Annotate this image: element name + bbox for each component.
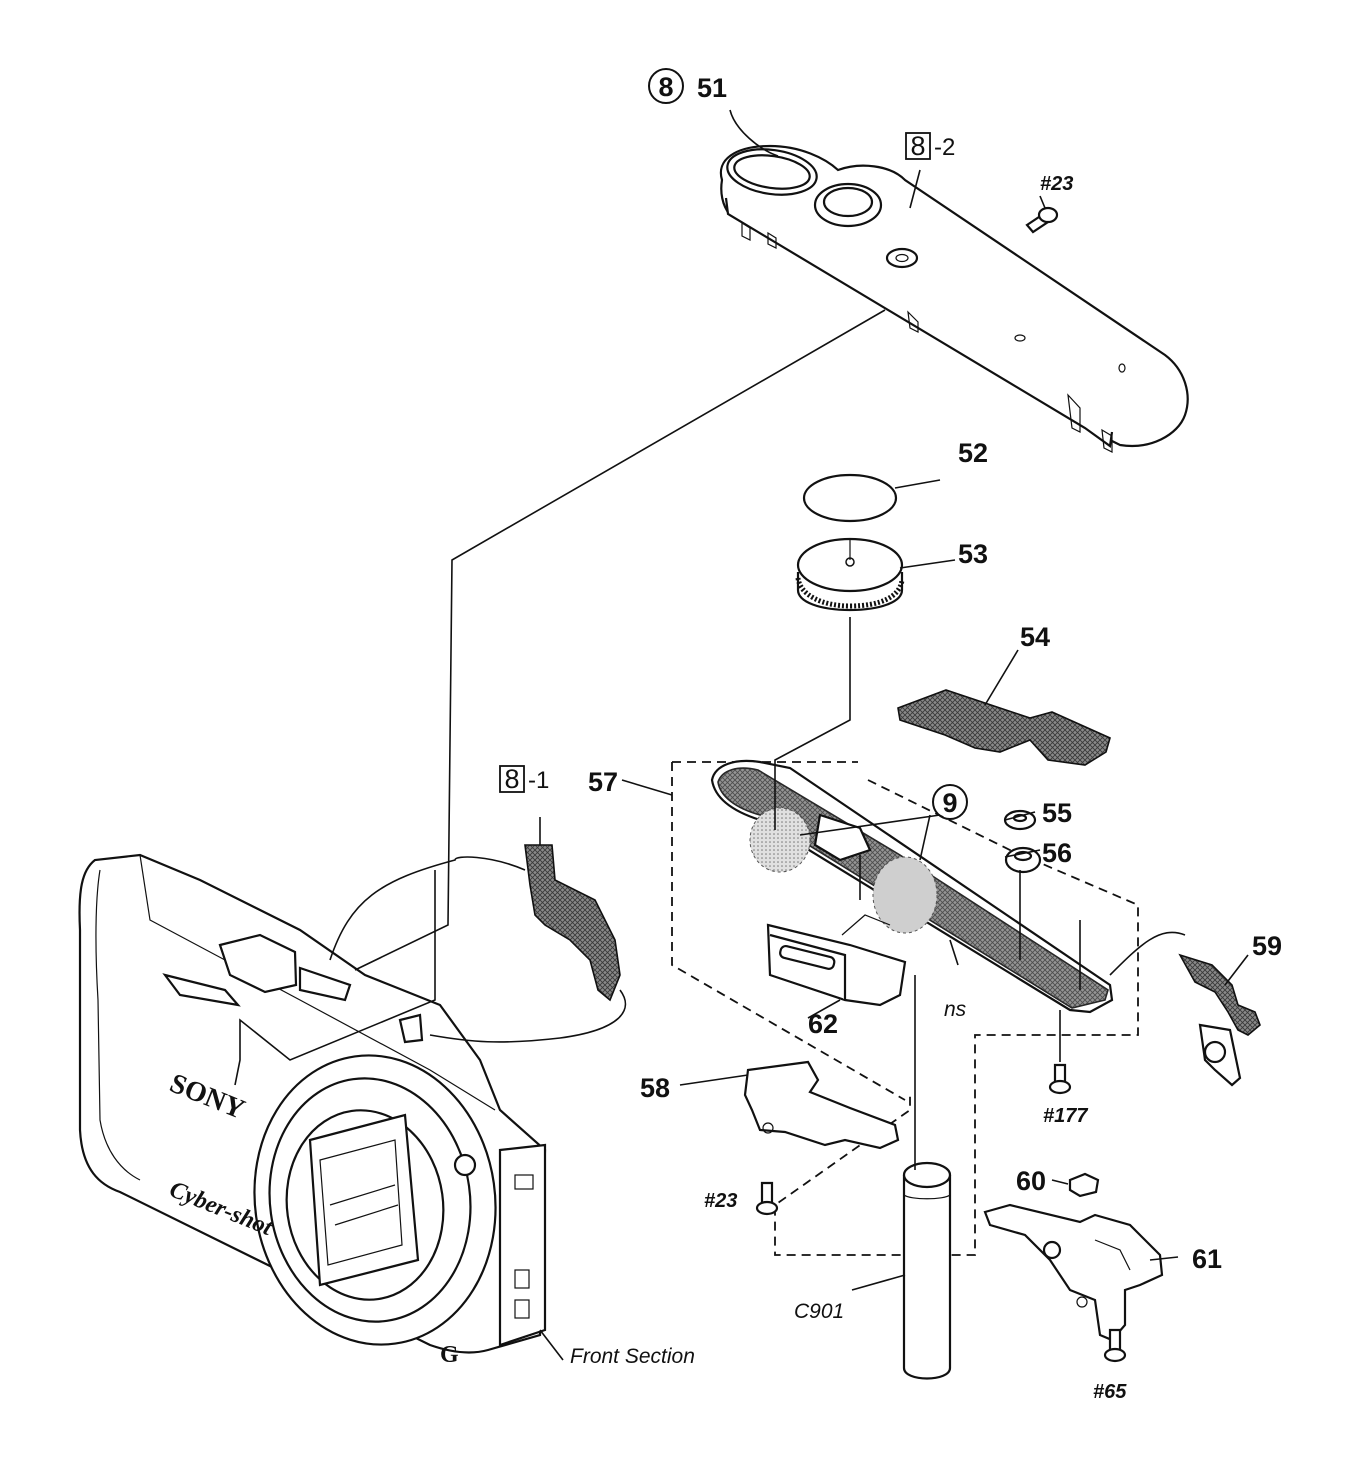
capacitor-c901	[902, 1161, 952, 1380]
switch-part-59	[1178, 953, 1261, 1087]
bracket-part-58	[743, 1060, 900, 1150]
top-cover-part-51	[719, 144, 1189, 453]
part-number-53: 53	[958, 539, 988, 569]
part-number-54: 54	[1020, 622, 1050, 652]
camera-lens-mark: G	[440, 1342, 459, 1368]
svg-text:8: 8	[658, 72, 673, 102]
part-number-59: 59	[1252, 931, 1282, 961]
part-number-61: 61	[1192, 1244, 1222, 1274]
part-number-58: 58	[640, 1073, 670, 1103]
part-number-62: 62	[808, 1009, 838, 1039]
svg-text:9: 9	[942, 788, 957, 818]
boxed-ref-8-1: 8 -1	[499, 764, 549, 794]
flex-cable-8-1	[524, 844, 621, 1002]
circled-label-9: 9	[932, 784, 968, 820]
circled-label-8: 8	[648, 68, 684, 104]
part-number-52: 52	[958, 438, 988, 468]
screw-label-23-top: #23	[1040, 173, 1073, 195]
svg-text:8: 8	[910, 131, 925, 161]
part-number-51: 51	[697, 73, 727, 103]
screw-label-65: #65	[1093, 1381, 1127, 1403]
part-number-60: 60	[1016, 1166, 1046, 1196]
screw-65	[1103, 1328, 1127, 1363]
svg-text:-1: -1	[528, 767, 549, 794]
camera-front-section	[78, 853, 547, 1354]
screw-23-lower	[755, 1181, 779, 1216]
part-60	[1068, 1172, 1100, 1198]
part-number-57: 57	[588, 767, 618, 797]
svg-text:8: 8	[504, 764, 519, 794]
connector-part-62	[766, 914, 907, 1007]
sheet-part-54	[897, 689, 1111, 766]
part-number-55: 55	[1042, 798, 1072, 828]
part-61	[983, 1203, 1164, 1342]
ring-part-52	[802, 473, 898, 523]
screw-23-top	[1025, 206, 1059, 234]
annotation-ns: ns	[944, 998, 967, 1021]
annotation-front-section: Front Section	[570, 1345, 695, 1368]
screw-label-177: #177	[1043, 1105, 1088, 1127]
washer-part-56	[1004, 846, 1042, 874]
annotation-c901: C901	[794, 1300, 844, 1323]
screw-177	[1048, 1063, 1072, 1095]
board-part-57	[710, 759, 1114, 1014]
boxed-ref-8-2: 8 -2	[905, 131, 955, 161]
leader-lines	[234, 109, 1249, 1361]
svg-text:-2: -2	[934, 134, 955, 161]
part-number-56: 56	[1042, 838, 1072, 868]
screw-label-23-lower: #23	[704, 1190, 737, 1212]
dial-part-53	[795, 537, 905, 612]
